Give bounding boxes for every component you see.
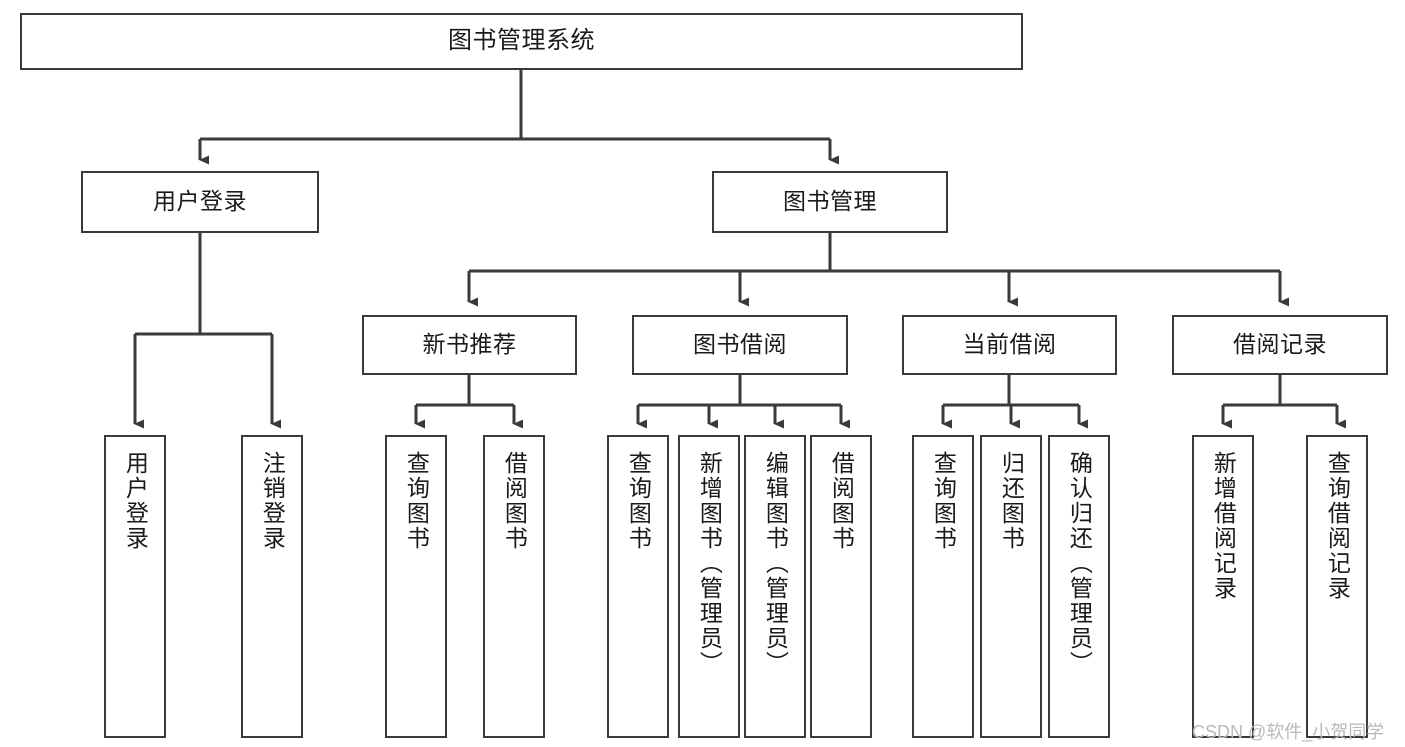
- node-leaf-query-borrow-record-label: 查询借阅记录: [1324, 451, 1351, 601]
- node-borrow-record[interactable]: 借阅记录: [1172, 315, 1388, 375]
- node-leaf-confirm-return-admin[interactable]: 确认归还（管理员）: [1048, 435, 1110, 738]
- node-leaf-query-borrow-record[interactable]: 查询借阅记录: [1306, 435, 1368, 738]
- node-book-manage-label: 图书管理: [783, 188, 877, 215]
- node-user-login-label: 用户登录: [153, 188, 247, 215]
- node-leaf-query-book-rec-label: 查询图书: [403, 451, 430, 551]
- node-leaf-borrow-book-bor[interactable]: 借阅图书: [810, 435, 872, 738]
- csdn-watermark: CSDN @软件_小贺同学: [1192, 722, 1385, 742]
- node-root-label: 图书管理系统: [448, 27, 595, 55]
- node-book-borrow-label: 图书借阅: [693, 331, 787, 358]
- node-root[interactable]: 图书管理系统: [20, 13, 1023, 70]
- node-leaf-edit-book-admin-label: 编辑图书（管理员）: [762, 451, 789, 676]
- node-borrow-record-label: 借阅记录: [1233, 331, 1327, 358]
- node-leaf-edit-book-admin[interactable]: 编辑图书（管理员）: [744, 435, 806, 738]
- node-leaf-logout-label: 注销登录: [259, 451, 286, 551]
- node-leaf-add-book-admin[interactable]: 新增图书（管理员）: [678, 435, 740, 738]
- node-leaf-query-book-bor-label: 查询图书: [625, 451, 652, 551]
- node-leaf-user-login-label: 用户登录: [122, 451, 149, 551]
- node-leaf-return-book-label: 归还图书: [998, 451, 1025, 551]
- node-leaf-add-borrow-record-label: 新增借阅记录: [1210, 451, 1237, 601]
- node-book-manage[interactable]: 图书管理: [712, 171, 948, 233]
- node-leaf-query-book-cur-label: 查询图书: [930, 451, 957, 551]
- node-leaf-borrow-book-bor-label: 借阅图书: [828, 451, 855, 551]
- node-leaf-confirm-return-admin-label: 确认归还（管理员）: [1066, 451, 1093, 676]
- node-leaf-add-book-admin-label: 新增图书（管理员）: [696, 451, 723, 676]
- node-user-login[interactable]: 用户登录: [81, 171, 319, 233]
- node-leaf-query-book-rec[interactable]: 查询图书: [385, 435, 447, 738]
- node-current-borrow-label: 当前借阅: [962, 331, 1057, 358]
- node-book-borrow[interactable]: 图书借阅: [632, 315, 848, 375]
- node-leaf-logout[interactable]: 注销登录: [241, 435, 303, 738]
- node-new-book-recommend[interactable]: 新书推荐: [362, 315, 577, 375]
- node-leaf-query-book-cur[interactable]: 查询图书: [912, 435, 974, 738]
- node-leaf-query-book-bor[interactable]: 查询图书: [607, 435, 669, 738]
- node-leaf-borrow-book-rec[interactable]: 借阅图书: [483, 435, 545, 738]
- node-leaf-add-borrow-record[interactable]: 新增借阅记录: [1192, 435, 1254, 738]
- node-new-book-recommend-label: 新书推荐: [422, 331, 517, 358]
- node-current-borrow[interactable]: 当前借阅: [902, 315, 1117, 375]
- node-leaf-borrow-book-rec-label: 借阅图书: [501, 451, 528, 551]
- node-leaf-user-login[interactable]: 用户登录: [104, 435, 166, 738]
- node-leaf-return-book[interactable]: 归还图书: [980, 435, 1042, 738]
